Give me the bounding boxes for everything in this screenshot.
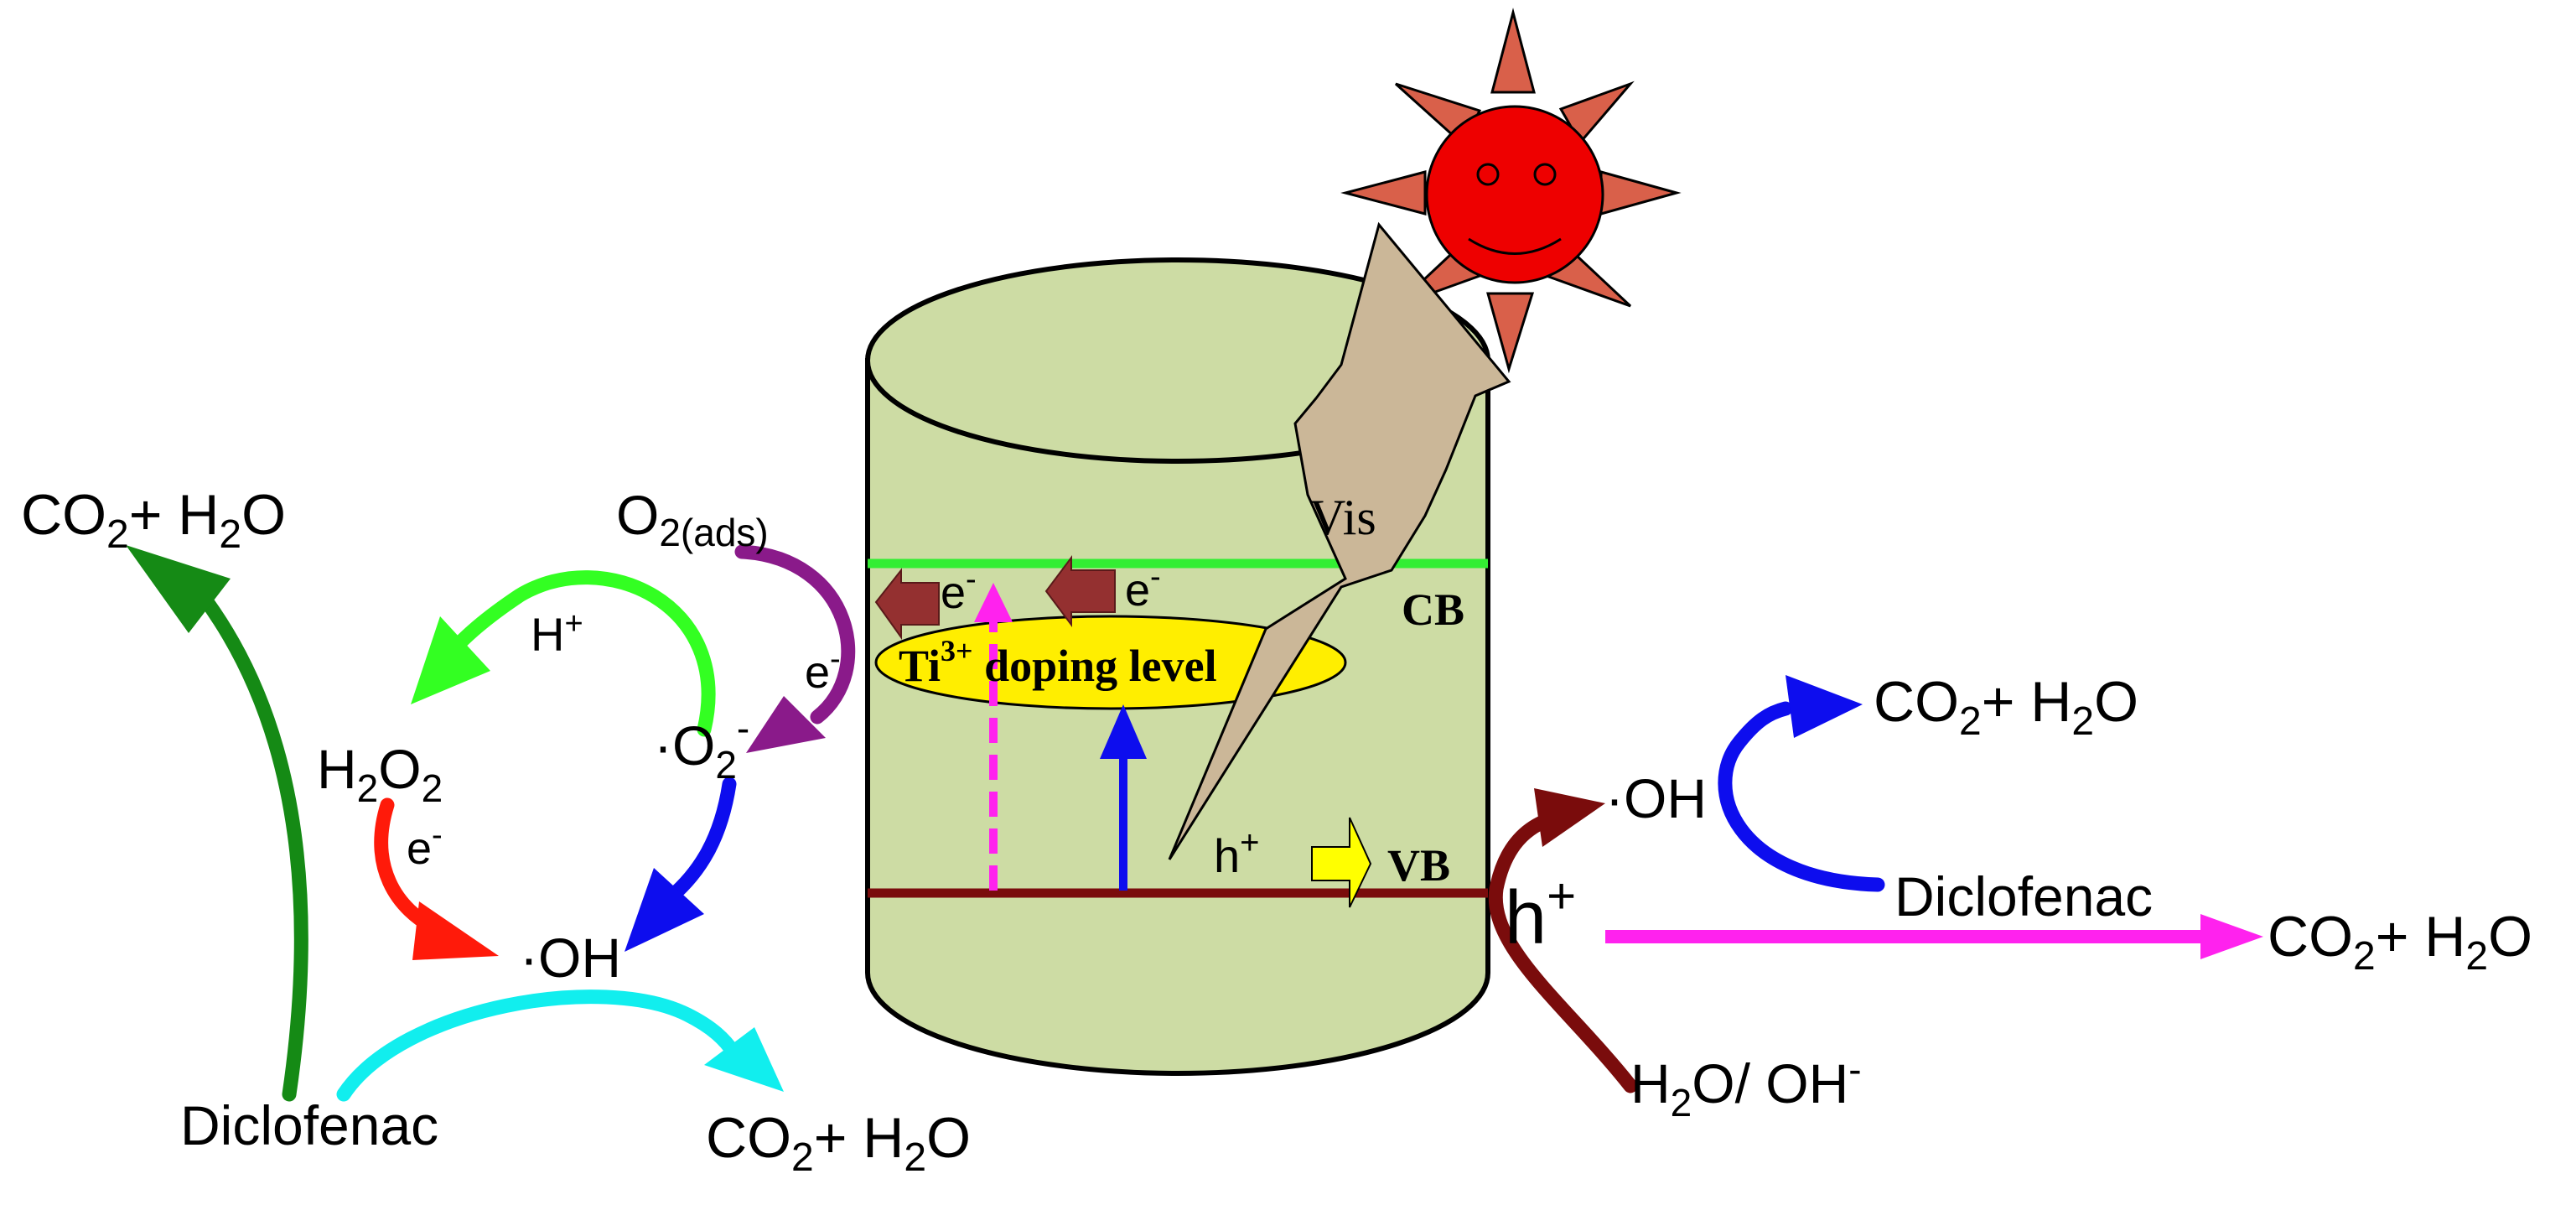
vis-label: Vis	[1309, 490, 1376, 545]
h2o-oh-label: H2O/ OH-	[1630, 1047, 1862, 1124]
h-plus-big-label: h+	[1505, 868, 1576, 960]
co2-h2o-label-bottom: CO2+ H2O	[706, 1106, 971, 1180]
superoxide-label: ·O2-	[654, 706, 749, 787]
o2-ads-label: O2(ads)	[616, 484, 769, 554]
electron-transfer-arrow-2	[1044, 555, 1116, 627]
magenta-excitation-arrow	[974, 583, 1013, 891]
oh-label-right: ·OH	[1605, 767, 1707, 829]
co2-h2o-label-right-lower: CO2+ H2O	[2268, 905, 2532, 979]
h-plus-label: H+	[531, 606, 583, 661]
hole-transfer-arrow	[1311, 817, 1372, 908]
vb-label: VB	[1387, 840, 1450, 891]
e-minus-cb-label-2: e-	[1125, 559, 1161, 615]
magenta-arrow	[1605, 914, 2263, 959]
doping-level-label: Ti3+ doping level	[899, 634, 1217, 691]
e-minus-left-label: e-	[407, 818, 443, 874]
diclofenac-label-left: Diclofenac	[180, 1094, 438, 1156]
blue-right-arrow	[1718, 675, 1885, 892]
dark-green-arrow	[126, 545, 308, 1102]
co2-h2o-label-top-left: CO2+ H2O	[21, 483, 286, 557]
maroon-arrow	[1488, 788, 1638, 1093]
h-plus-vb-label: h+	[1214, 824, 1260, 882]
red-arrow	[374, 797, 499, 960]
co2-h2o-label-right-upper: CO2+ H2O	[1874, 670, 2138, 744]
purple-arrow	[734, 544, 856, 753]
cyan-arrow	[336, 989, 784, 1102]
e-minus-purple-label: e-	[805, 641, 841, 698]
electron-transfer-arrow-1	[874, 568, 940, 641]
cb-label: CB	[1402, 584, 1464, 635]
bright-green-arrow	[411, 570, 716, 737]
blue-excitation-arrow	[1100, 704, 1147, 891]
oh-label-left: ·OH	[520, 927, 621, 989]
h2o2-label: H2O2	[317, 738, 443, 810]
blue-left-arrow	[625, 776, 737, 952]
e-minus-cb-label-1: e-	[941, 562, 977, 618]
lightning-bolt-icon	[1168, 221, 1511, 860]
diclofenac-label-right: Diclofenac	[1894, 865, 2153, 927]
